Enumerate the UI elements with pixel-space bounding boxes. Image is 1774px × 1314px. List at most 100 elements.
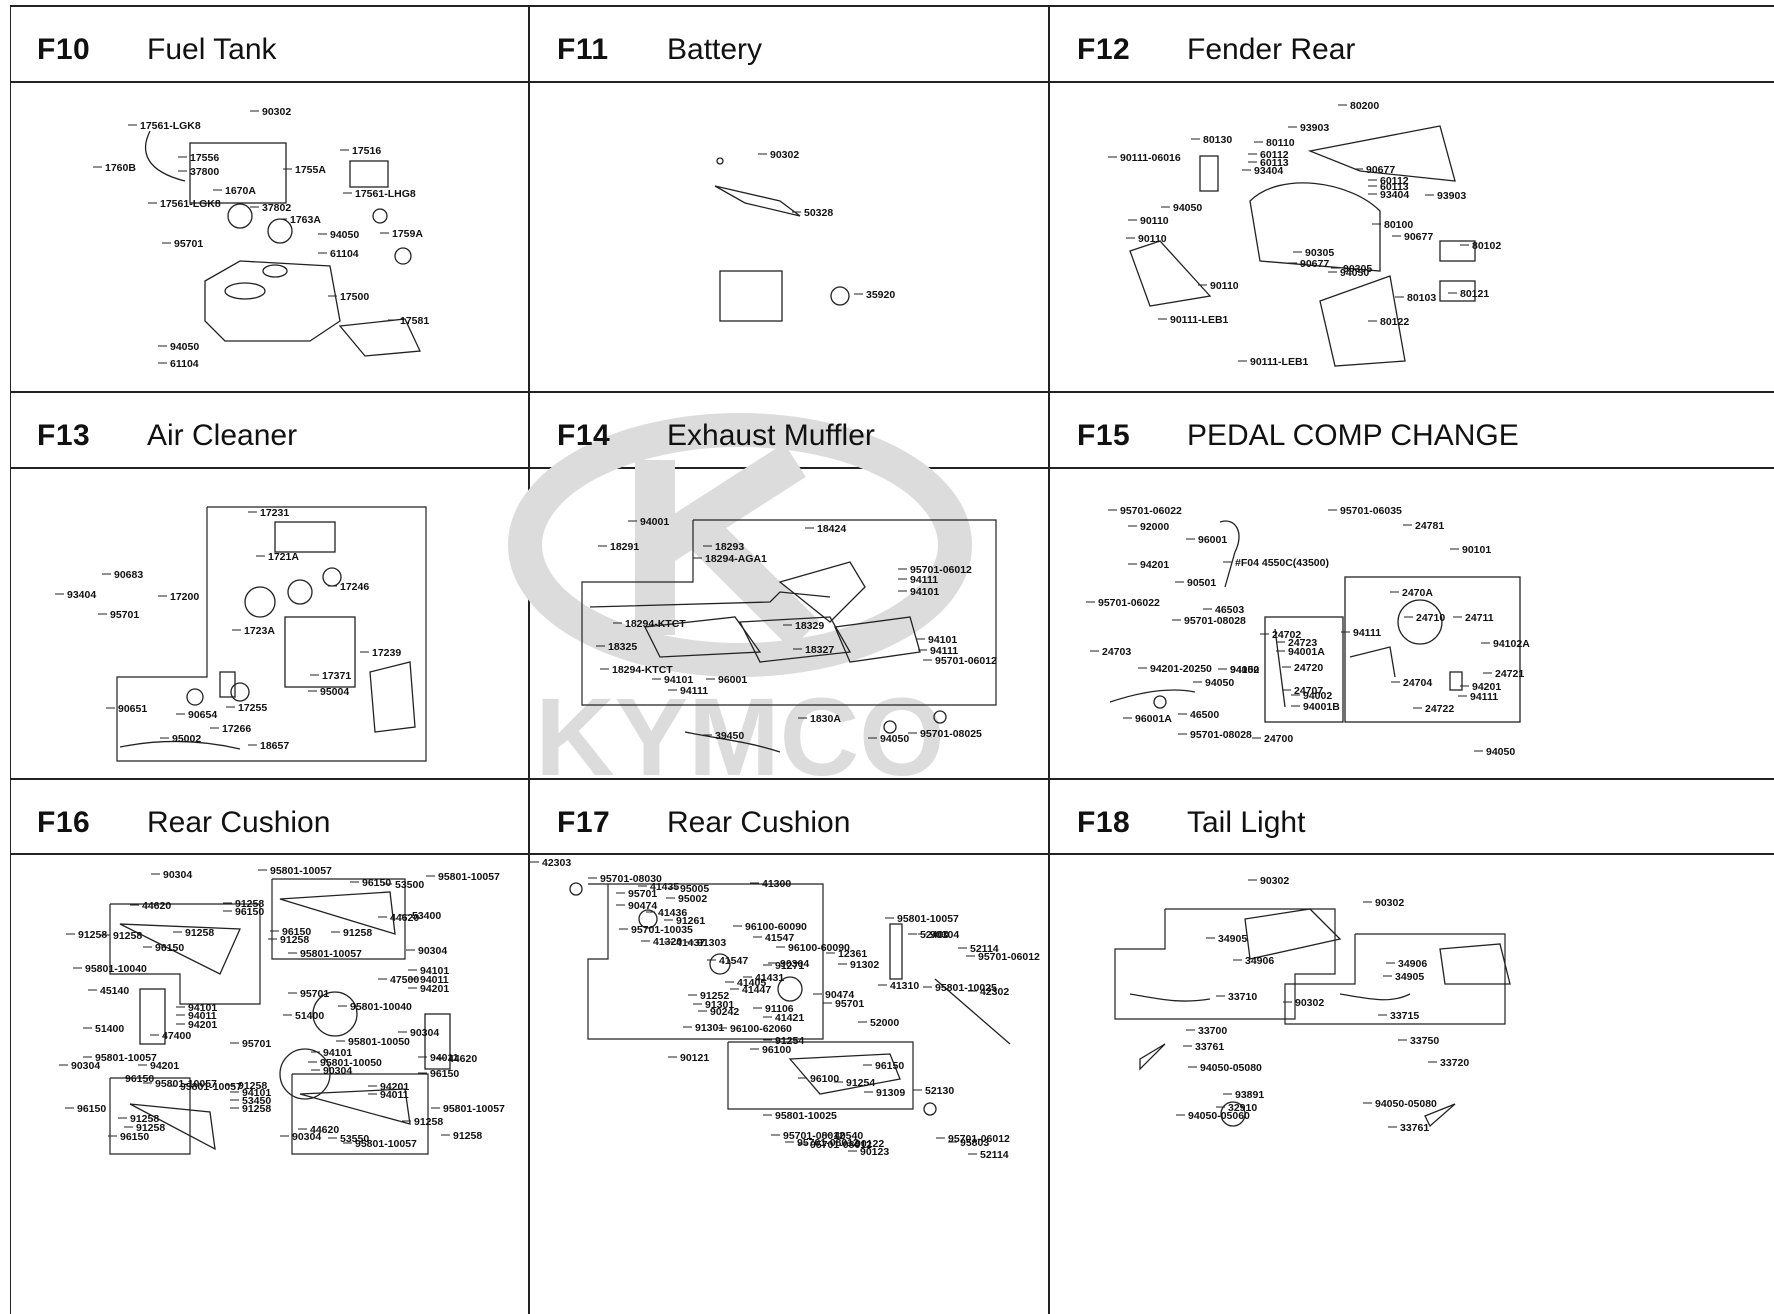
part-number-label: 93903 [1300, 122, 1329, 134]
part-outline [224, 282, 266, 300]
panel-title: Fender Rear [1187, 33, 1356, 66]
part-number-label: 95801-10040 [350, 1001, 412, 1013]
part-outline [1439, 943, 1511, 985]
part-number-label: 52000 [870, 1017, 899, 1029]
panel-title: Fuel Tank [147, 33, 277, 66]
part-number-label: 18294-KTCT [612, 664, 673, 676]
part-number-label: 32910 [1228, 1102, 1257, 1114]
part-outline [230, 682, 250, 702]
part-number-label: 95005 [680, 883, 709, 895]
part-number-label: 94201 [1472, 681, 1501, 693]
part-outline [1139, 1043, 1166, 1071]
part-number-label: 90110 [1210, 280, 1239, 292]
part-number-label: 94050-05080 [1375, 1098, 1437, 1110]
part-number-label: 96100 [762, 1044, 791, 1056]
part-number-label: 90111-LEB1 [1250, 356, 1309, 368]
part-number-label: 47400 [162, 1030, 191, 1042]
part-number-label: 60113 [1380, 181, 1409, 193]
part-outline [372, 208, 388, 224]
part-number-label: 93404 [1254, 165, 1283, 177]
part-outline [638, 909, 658, 929]
part-number-label: 95801-10057 [355, 1138, 417, 1150]
part-outline [1307, 125, 1456, 182]
part-outline [1109, 689, 1196, 703]
part-number-label: 24781 [1415, 520, 1444, 532]
part-number-label: 24723 [1288, 637, 1317, 649]
part-outline [1439, 240, 1476, 262]
part-number-label: 50328 [804, 207, 833, 219]
part-outline [271, 878, 406, 960]
part-number-label: 17500 [340, 291, 369, 303]
part-outline [587, 883, 824, 1040]
part-number-label: 24704 [1403, 677, 1432, 689]
part-number-label: 17561-LGK8 [160, 198, 221, 210]
part-number-label: 41436 [658, 907, 687, 919]
panel-code: F11 [557, 33, 609, 66]
part-number-label: 94050-05080 [1200, 1062, 1262, 1074]
part-number-label: 90651 [118, 703, 147, 715]
part-number-label: 90304 [163, 869, 192, 881]
part-number-label: 52400 [920, 929, 949, 941]
part-number-label: 95002 [172, 733, 201, 745]
part-number-label: 80100 [1384, 219, 1413, 231]
part-outline [883, 720, 897, 734]
panel-title: Rear Cushion [667, 806, 851, 839]
part-number-label: 18294-KTCT [625, 618, 686, 630]
part-number-label: 93891 [1235, 1089, 1264, 1101]
part-number-label: 95701 [242, 1038, 271, 1050]
part-outline [299, 1088, 411, 1125]
part-number-label: 96150 [235, 906, 264, 918]
part-outline [1129, 993, 1211, 1002]
part-number-label: 94111 [1470, 691, 1498, 703]
part-number-label: 17371 [322, 670, 351, 682]
part-number-label: 90110 [1140, 215, 1169, 227]
part-number-label: 60112 [1380, 175, 1409, 187]
part-number-label: 41547 [765, 932, 794, 944]
panel-code: F17 [557, 806, 611, 839]
panel-code: F15 [1077, 419, 1131, 452]
part-shapes [1114, 908, 1511, 1128]
part-number-label: 96001 [1198, 534, 1227, 546]
part-number-label: 95701-06012 [935, 655, 997, 667]
part-number-label: 41435 [650, 881, 679, 893]
part-outline [889, 923, 903, 980]
part-number-label: 40540 [834, 1130, 863, 1142]
panel-code: F18 [1077, 806, 1131, 839]
part-outline [1449, 671, 1463, 691]
part-number-label: 96100-62060 [730, 1023, 792, 1035]
part-number-label: 94050 [880, 733, 909, 745]
grid-line [1048, 5, 1050, 1314]
part-number-label: 94201 [150, 1060, 179, 1072]
part-shapes [109, 878, 451, 1155]
part-number-label: 94101 [188, 1002, 217, 1014]
part-number-label: 1830A [810, 713, 841, 725]
part-outline [129, 1103, 216, 1151]
part-number-label: 90501 [1187, 577, 1216, 589]
part-outline [227, 203, 253, 229]
part-number-label: 95701 [835, 998, 864, 1010]
part-outline [1344, 576, 1521, 723]
part-number-label: 18293 [715, 541, 744, 553]
part-number-label: 95801-10025 [935, 982, 997, 994]
part-shapes [714, 157, 850, 322]
part-number-label: 34906 [1398, 958, 1427, 970]
part-number-label: 94201 [188, 1019, 217, 1031]
part-number-label: 24722 [1425, 703, 1454, 715]
part-number-label: 95701 [110, 609, 139, 621]
part-number-label: 94101 [242, 1087, 271, 1099]
part-outline [1319, 275, 1406, 367]
part-outline [569, 882, 583, 896]
header-divider [10, 81, 1774, 83]
